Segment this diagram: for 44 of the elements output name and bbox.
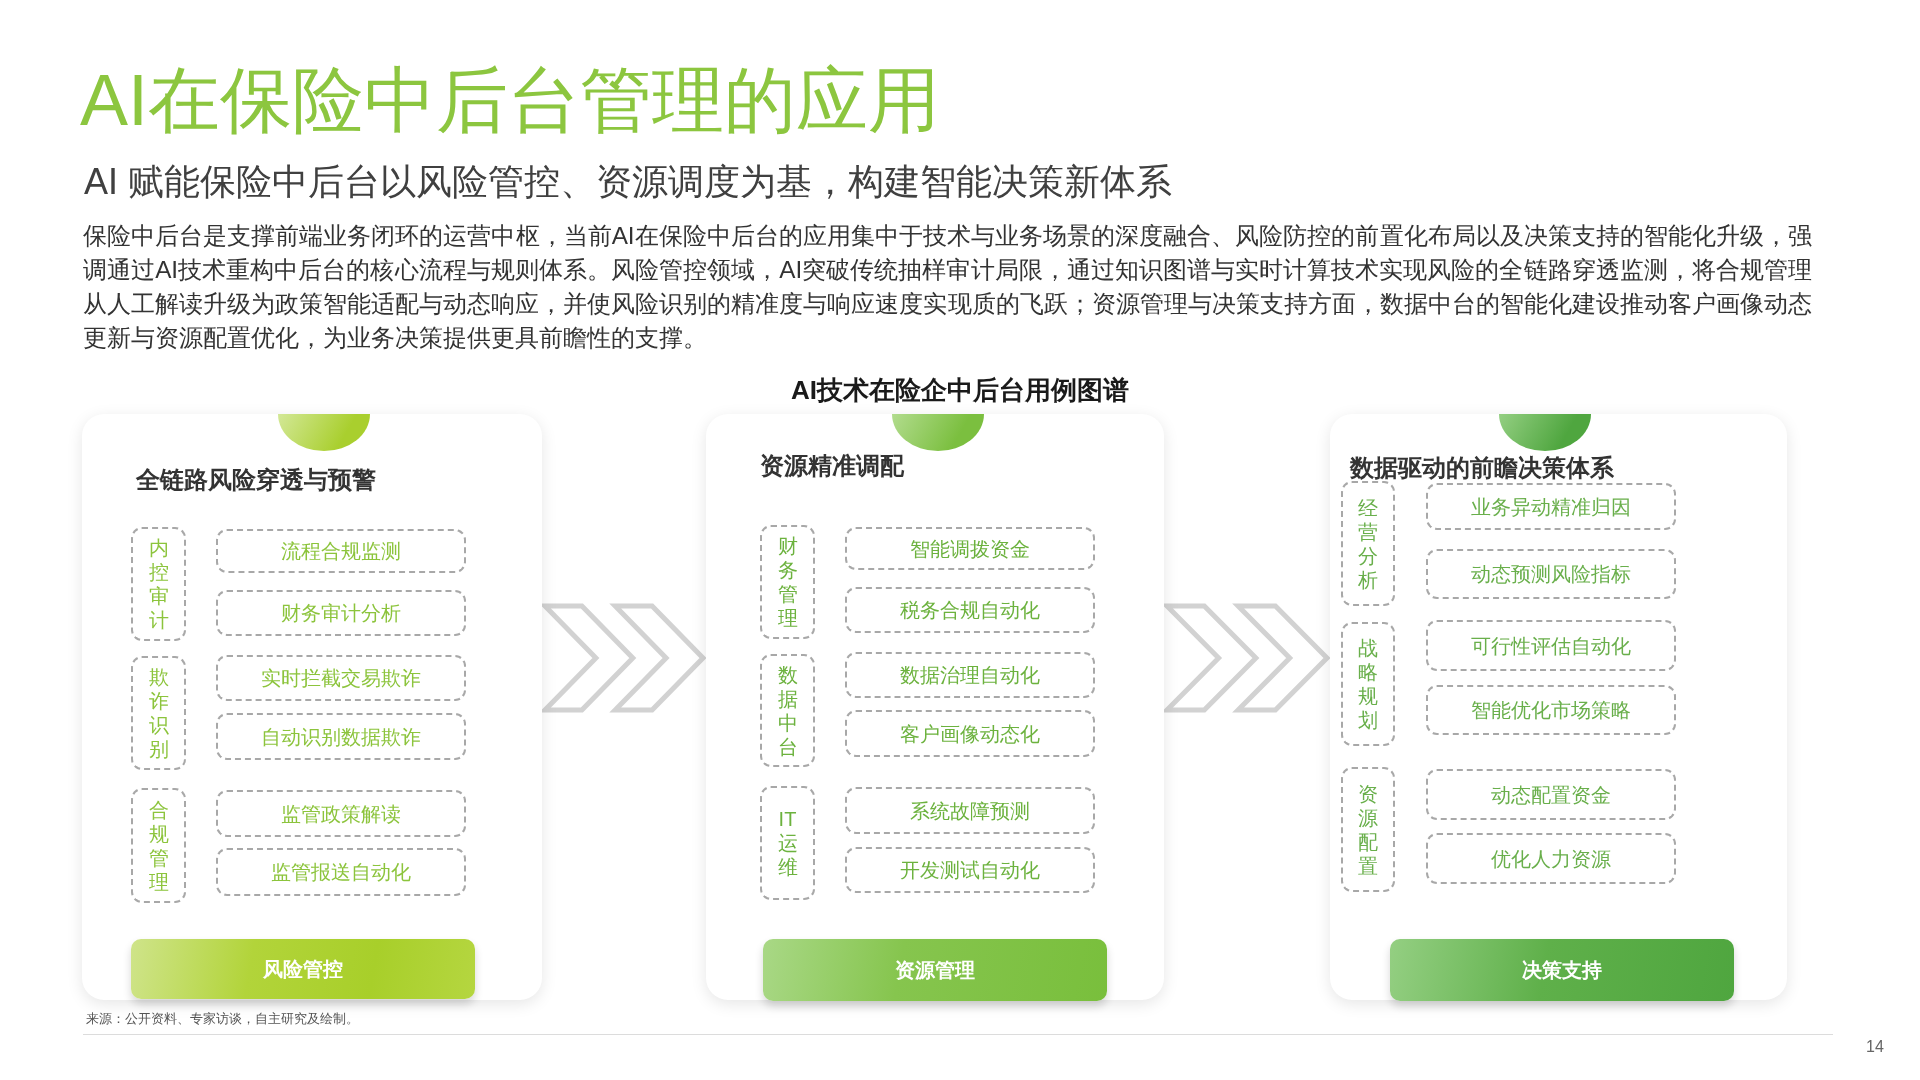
item-box: 监管政策解读 — [216, 790, 466, 837]
chevron-arrow — [1161, 603, 1331, 713]
category-box: 经营分析 — [1341, 481, 1395, 606]
body-paragraph: 保险中后台是支撑前端业务闭环的运营中枢，当前AI在保险中后台的应用集中于技术与业务场景的深度融合、风险防控的前置化布局以及决策支持的智能化升级，强调通过AI技术重构中后台的核心流程与规则体系。风险管控领域，AI突破传统抽样审计局限，通过知识图谱与实时计算技术实现风险的全链路穿透监测，将合规管理从人工解读升级为政策智能适配与动态响应，并使风险识别的精准度与响应速度实现质的飞跃；资源管理与决策支持方面，数据中台的智能化建设推动客户画像动态更新与资源配置优化，为业务决策提供更具前瞻性的支撑。 — [83, 221, 1812, 353]
category-box: 数据中台 — [760, 654, 815, 767]
item-box: 数据治理自动化 — [845, 652, 1095, 698]
item-box: 智能优化市场策略 — [1426, 685, 1676, 735]
item-box: 动态配置资金 — [1426, 769, 1676, 820]
panel-heading: 资源精准调配 — [760, 452, 904, 480]
category-box: 财务管理 — [760, 525, 815, 639]
chart-heading: AI技术在险企中后台用例图谱 — [790, 374, 1130, 406]
label-bar: 风险管控 — [131, 939, 475, 999]
title: AI在保险中后台管理的应用 — [80, 59, 941, 142]
panel-card — [1330, 414, 1787, 1000]
item-box: 流程合规监测 — [216, 529, 466, 573]
panel-heading: 全链路风险穿透与预警 — [136, 466, 376, 494]
category-box: 战略规划 — [1341, 622, 1395, 746]
label-bar: 决策支持 — [1390, 939, 1734, 1001]
source-note: 来源：公开资料、专家访谈，自主研究及绘制。 — [86, 1011, 359, 1027]
item-box: 实时拦截交易欺诈 — [216, 655, 466, 701]
label-bar: 资源管理 — [763, 939, 1107, 1001]
category-box: 资源配置 — [1341, 767, 1395, 892]
item-box: 财务审计分析 — [216, 590, 466, 636]
panel-card — [82, 414, 542, 1000]
subtitle: AI 赋能保险中后台以风险管控、资源调度为基，构建智能决策新体系 — [84, 160, 1172, 204]
panel-card — [706, 414, 1164, 1000]
item-box: 优化人力资源 — [1426, 833, 1676, 884]
item-box: 自动识别数据欺诈 — [216, 713, 466, 760]
item-box: 智能调拨资金 — [845, 527, 1095, 570]
panel-heading: 数据驱动的前瞻决策体系 — [1350, 454, 1614, 482]
item-box: 系统故障预测 — [845, 787, 1095, 834]
item-box: 客户画像动态化 — [845, 710, 1095, 757]
page-number: 14 — [1866, 1038, 1884, 1056]
item-box: 税务合规自动化 — [845, 587, 1095, 633]
item-box: 动态预测风险指标 — [1426, 549, 1676, 599]
chevron-arrow — [539, 603, 707, 713]
item-box: 业务异动精准归因 — [1426, 483, 1676, 530]
category-box: IT运维 — [760, 786, 815, 900]
category-box: 欺诈识别 — [131, 656, 186, 770]
item-box: 监管报送自动化 — [216, 848, 466, 896]
item-box: 可行性评估自动化 — [1426, 620, 1676, 671]
item-box: 开发测试自动化 — [845, 847, 1095, 893]
category-box: 合规管理 — [131, 788, 186, 903]
category-box: 内控审计 — [131, 527, 186, 641]
